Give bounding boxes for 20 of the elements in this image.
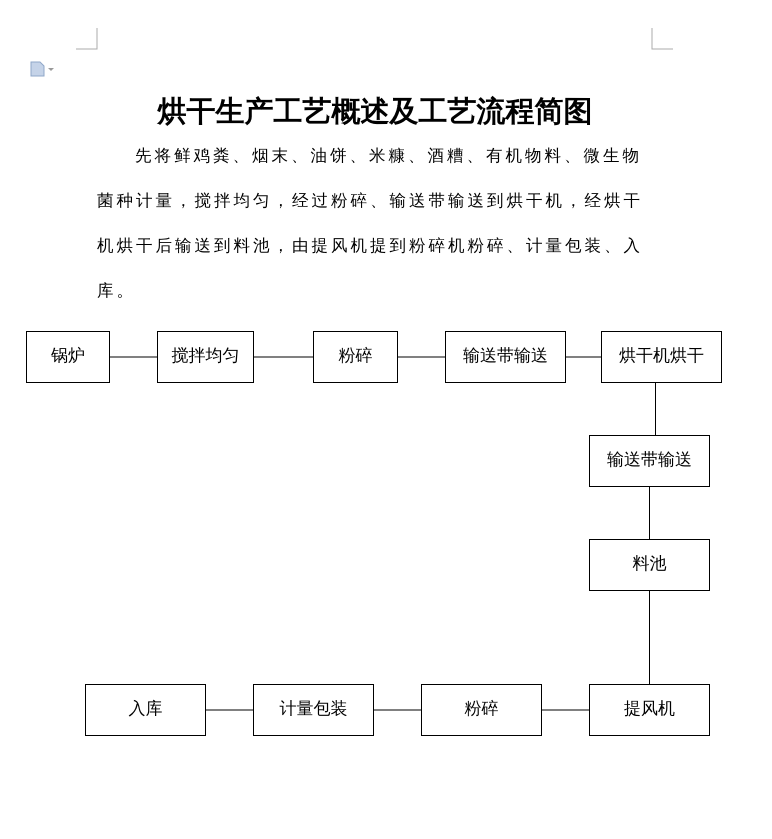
connector-line — [655, 382, 656, 436]
process-box: 入库 — [85, 684, 206, 736]
description-paragraph: 先将鲜鸡粪、烟末、油饼、米糠、酒糟、有机物料、微生物菌种计量，搅拌均匀，经过粉碎、输送带输送到烘干机，经烘干机烘干后输送到料池，由提风机提到粉碎机粉碎、计量包装、入库。 — [97, 145, 644, 302]
process-box: 粉碎 — [313, 331, 398, 383]
process-box: 烘干机烘干 — [601, 331, 722, 383]
connector-line — [398, 356, 446, 358]
connector-line — [566, 356, 602, 358]
process-box: 输送带输送 — [445, 331, 566, 383]
process-box: 提风机 — [589, 684, 710, 736]
process-box: 粉碎 — [421, 684, 542, 736]
connector-line — [649, 590, 650, 684]
process-box: 锅炉 — [26, 331, 110, 383]
connector-line — [254, 356, 314, 358]
process-box: 计量包装 — [253, 684, 374, 736]
process-box: 输送带输送 — [589, 435, 710, 487]
title: 烘干生产工艺概述及工艺流程简图 — [156, 95, 594, 130]
connector-line — [649, 486, 650, 540]
process-box: 搅拌均匀 — [157, 331, 254, 383]
process-box: 料池 — [589, 539, 710, 591]
connector-line — [110, 356, 158, 358]
